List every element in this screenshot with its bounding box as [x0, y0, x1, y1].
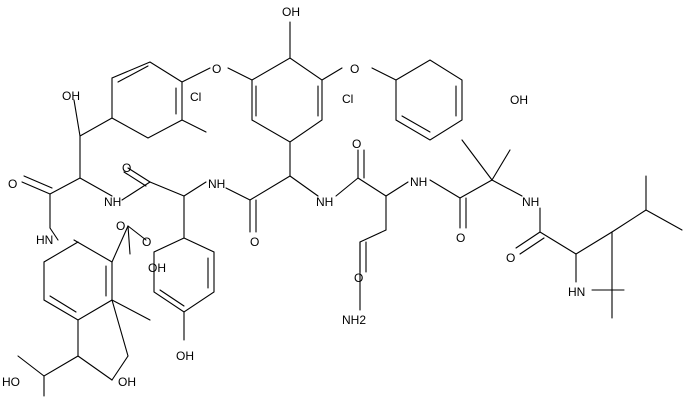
o-amide-8-label: O	[116, 219, 125, 233]
oh-top-label: OH	[282, 5, 300, 19]
nh-2-label: NH	[208, 177, 225, 191]
nh-1-label: NH	[104, 195, 121, 209]
hn-2-label: HN	[568, 285, 585, 299]
oh-ring-bottom-mid-label: OH	[176, 349, 194, 363]
nh-5-label: NH	[522, 195, 539, 209]
o-amide-6-label: O	[506, 251, 515, 265]
o-amide-2-label: O	[122, 161, 131, 175]
oh-ring-bottom-left-label: HO	[2, 375, 20, 389]
cl-left-label: Cl	[190, 90, 201, 104]
o-amide-1-label: O	[8, 177, 17, 191]
nh2-label: NH2	[342, 313, 366, 327]
atom-labels: OH O O Cl Cl OH OH O NH O HN NH O NH O N…	[2, 5, 585, 389]
cl-right-label: Cl	[342, 92, 353, 106]
o-ether-left-label: O	[212, 62, 221, 76]
nh-4-label: NH	[410, 175, 427, 189]
bonds	[17, 21, 683, 397]
acid-o-label: O	[142, 235, 151, 249]
oh-benzylic-left-label: OH	[62, 89, 80, 103]
oh-benzylic-right-label: OH	[510, 93, 528, 107]
o-amide-3-label: O	[250, 235, 259, 249]
nh-3-label: NH	[316, 195, 333, 209]
acid-oh-label: OH	[148, 261, 166, 275]
o-amide-7-label: O	[354, 271, 363, 285]
o-ether-right-label: O	[350, 62, 359, 76]
oh-ring-bottom-right-label: OH	[118, 375, 136, 389]
hn-1-label: HN	[36, 233, 53, 247]
o-amide-5-label: O	[456, 231, 465, 245]
o-amide-4-label: O	[352, 137, 361, 151]
